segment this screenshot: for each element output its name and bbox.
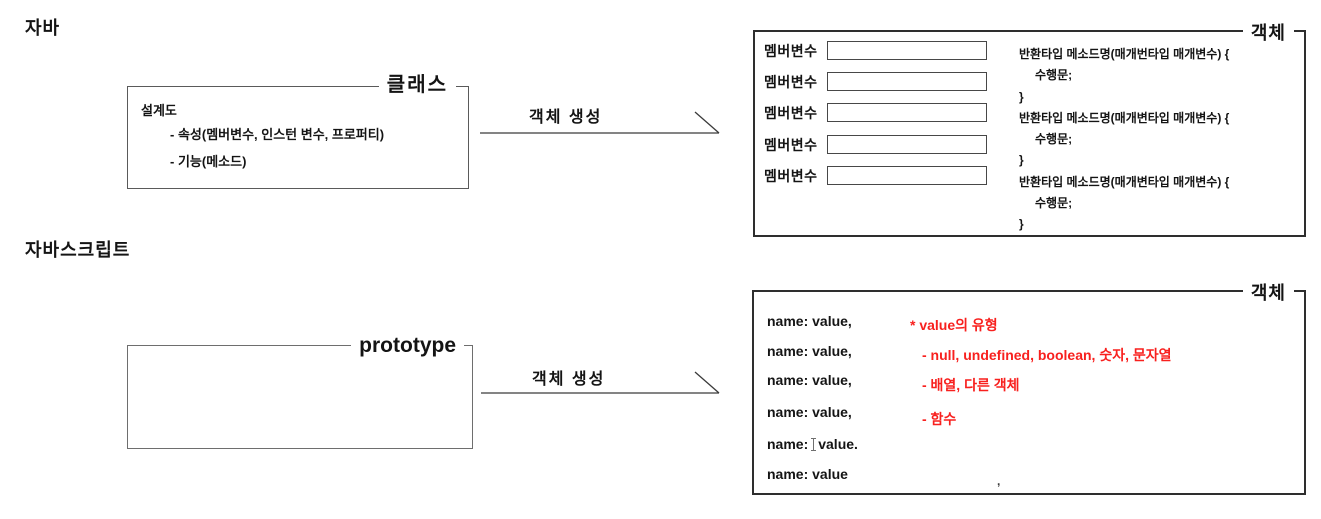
name-value-post: value.: [818, 436, 858, 452]
java-object-box: 객체 멤버변수 멤버변수 멤버변수 멤버변수 멤버변수 반환타입 메소드명(매개…: [753, 22, 1306, 237]
member-variable-row: 멤버변수: [764, 165, 987, 186]
class-box: 클래스 설계도 - 속성(멤버변수, 인스턴 변수, 프로퍼티) - 기능(메소…: [127, 73, 469, 189]
method-body-line: 수행문;: [1035, 132, 1073, 147]
name-value-row-with-cursor: name: value.: [767, 436, 858, 452]
method-signature-line: 반환타입 메소드명(매개변타입 매개변수) {: [1019, 110, 1230, 125]
javascript-section-heading: 자바스크립트: [25, 240, 131, 260]
class-function-item: - 기능(메소드): [170, 154, 247, 169]
member-variable-label: 멤버변수: [764, 104, 818, 121]
name-value-row: name: value,: [767, 313, 852, 329]
member-variable-input[interactable]: [826, 103, 987, 122]
method-close-brace: }: [1019, 217, 1024, 232]
name-value-row: name: value: [767, 466, 848, 482]
stray-comma-mark: ,: [997, 474, 1001, 488]
value-types-note-title: * value의 유형: [910, 317, 998, 333]
member-variable-row: 멤버변수: [764, 134, 987, 155]
prototype-box: prototype: [127, 333, 473, 449]
js-object-box-label: 객체: [1242, 282, 1294, 305]
member-variable-label: 멤버변수: [764, 136, 818, 153]
member-variable-input[interactable]: [826, 166, 987, 185]
member-variable-label: 멤버변수: [764, 73, 818, 90]
name-value-row: name: value,: [767, 404, 852, 420]
name-value-row: name: value,: [767, 372, 852, 388]
text-cursor-ibeam-icon: [810, 438, 817, 451]
method-body-line: 수행문;: [1035, 196, 1073, 211]
method-close-brace: }: [1019, 153, 1024, 168]
method-signature-line: 반환타입 메소드명(매개번타입 매개변수) {: [1019, 47, 1230, 61]
member-variable-input[interactable]: [826, 41, 987, 60]
member-variable-input[interactable]: [826, 72, 987, 91]
method-signature-line: 반환타입 메소드명(매개변타입 매개변수) {: [1019, 174, 1230, 189]
js-arrow-head: [694, 371, 720, 394]
java-arrow-head: [694, 111, 720, 134]
member-variable-row: 멤버변수: [764, 102, 987, 123]
class-box-label: 클래스: [378, 73, 456, 97]
member-variable-label: 멤버변수: [764, 42, 818, 59]
java-arrow-label: 객체 생성: [529, 109, 603, 126]
name-value-row: name: value,: [767, 343, 852, 359]
name-value-pre: name:: [767, 436, 809, 452]
method-body-line: 수행문;: [1035, 68, 1073, 83]
java-section-heading: 자바: [25, 18, 61, 38]
java-object-box-label: 객체: [1242, 22, 1294, 45]
value-types-note-item: - 함수: [922, 411, 957, 427]
method-pseudocode-column: 반환타입 메소드명(매개번타입 매개변수) { 수행문; } 반환타입 메소드명…: [1019, 44, 1229, 236]
prototype-box-label: prototype: [351, 333, 464, 358]
class-attribute-item: - 속성(멤버변수, 인스턴 변수, 프로퍼티): [170, 127, 385, 142]
member-variable-input[interactable]: [826, 135, 987, 154]
method-close-brace: }: [1019, 89, 1024, 104]
value-types-note-item: - null, undefined, boolean, 숫자, 문자열: [922, 347, 1172, 363]
js-arrow-label: 객체 생성: [532, 371, 606, 388]
member-variable-row: 멤버변수: [764, 71, 987, 92]
class-box-title: 설계도: [141, 103, 177, 118]
member-variable-row: 멤버변수: [764, 40, 987, 61]
value-types-note-item: - 배열, 다른 객체: [922, 377, 1020, 393]
js-object-box: 객체 name: value, name: value, name: value…: [752, 282, 1306, 495]
member-variable-label: 멤버변수: [764, 167, 818, 184]
